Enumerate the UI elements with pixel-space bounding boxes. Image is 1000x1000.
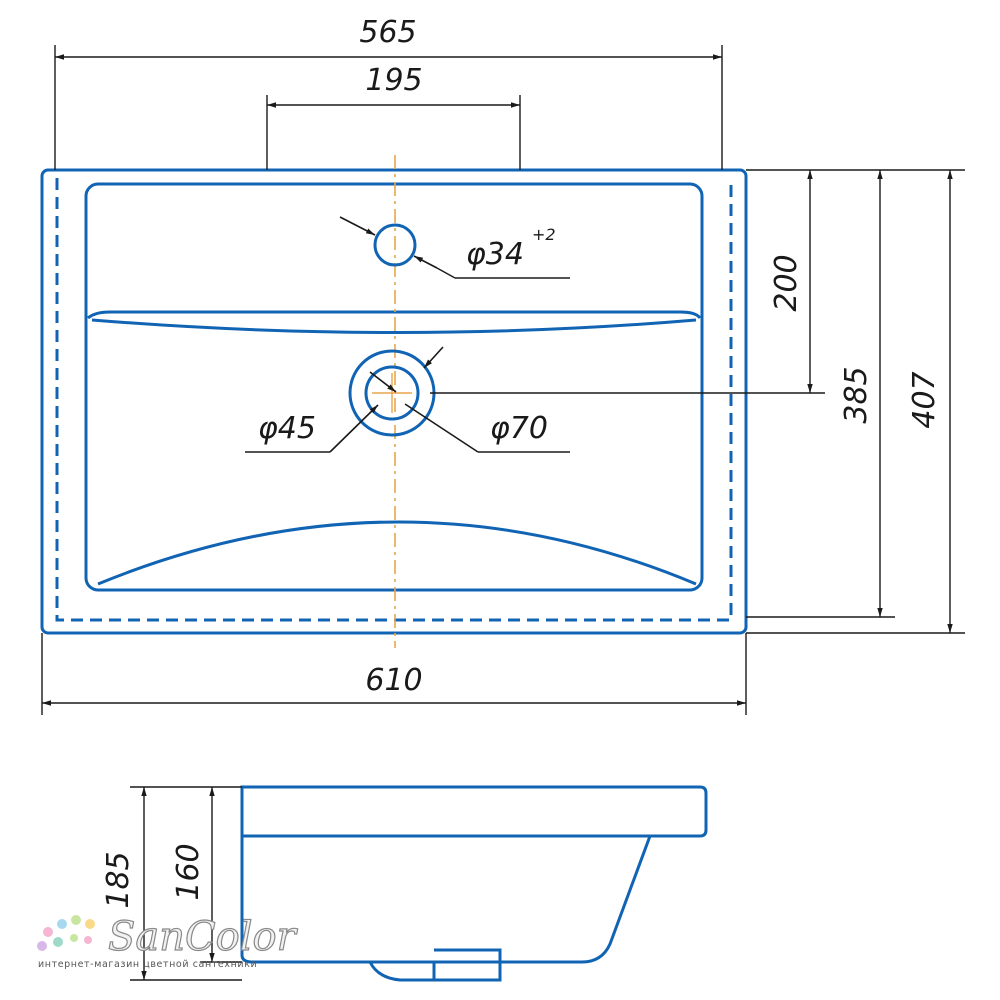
label-610: 610 [365, 663, 422, 698]
label-185: 185 [101, 851, 136, 908]
tap-deck-slope [91, 318, 697, 334]
watermark: SanColor интернет-магазин цветной сантех… [37, 913, 299, 970]
brand-dot [70, 934, 78, 942]
dimension-195: 195 [266, 63, 521, 170]
brand-dot [85, 919, 95, 929]
brand-dot [37, 941, 47, 951]
side-bowl-body [240, 835, 652, 964]
label-drain-inner: φ45 [258, 411, 316, 446]
brand-tagline: интернет-магазин цветной сантехники [38, 959, 257, 970]
side-rim [240, 785, 708, 838]
callout-tap-hole: φ34 +2 [339, 216, 570, 279]
hidden-edge-dashed [55, 178, 733, 622]
dimension-565: 565 [54, 15, 723, 170]
brand-logo-text: SanColor [108, 914, 299, 960]
callout-drain-inner: φ45 [245, 371, 397, 453]
brand-dot [43, 927, 53, 937]
label-195: 195 [365, 63, 422, 98]
side-drain-outlet [434, 948, 502, 982]
bowl-front-curve [97, 520, 697, 586]
brand-dot [53, 937, 63, 947]
dimension-610: 610 [41, 633, 747, 715]
label-tap-hole-tolerance: +2 [532, 225, 556, 244]
label-tap-hole: φ34 [466, 237, 524, 272]
tap-hole [373, 223, 417, 267]
dimension-407: 407 [746, 169, 965, 634]
label-385: 385 [839, 366, 874, 423]
callout-drain-outer: φ70 [404, 346, 570, 453]
label-200: 200 [769, 254, 804, 311]
brand-dots-icon [37, 915, 95, 951]
label-565: 565 [359, 15, 416, 50]
sink-outer-rim [40, 168, 748, 635]
brand-dot [71, 915, 81, 925]
dimension-160: 160 [171, 787, 242, 963]
top-view: 565 195 610 200 385 [40, 15, 965, 715]
brand-dot [84, 936, 92, 944]
tap-deck-ledge [87, 310, 702, 320]
bowl-outline [84, 182, 704, 592]
label-drain-outer: φ70 [490, 411, 548, 446]
brand-dot [57, 919, 67, 929]
side-drain-stub [368, 961, 436, 982]
dimension-200: 200 [430, 169, 825, 394]
dimension-185: 185 [101, 786, 242, 981]
drain-inner-ring [364, 365, 420, 421]
label-407: 407 [907, 371, 942, 428]
dimension-385: 385 [746, 169, 895, 618]
side-view: 185 160 [101, 785, 708, 982]
label-160: 160 [171, 843, 206, 900]
